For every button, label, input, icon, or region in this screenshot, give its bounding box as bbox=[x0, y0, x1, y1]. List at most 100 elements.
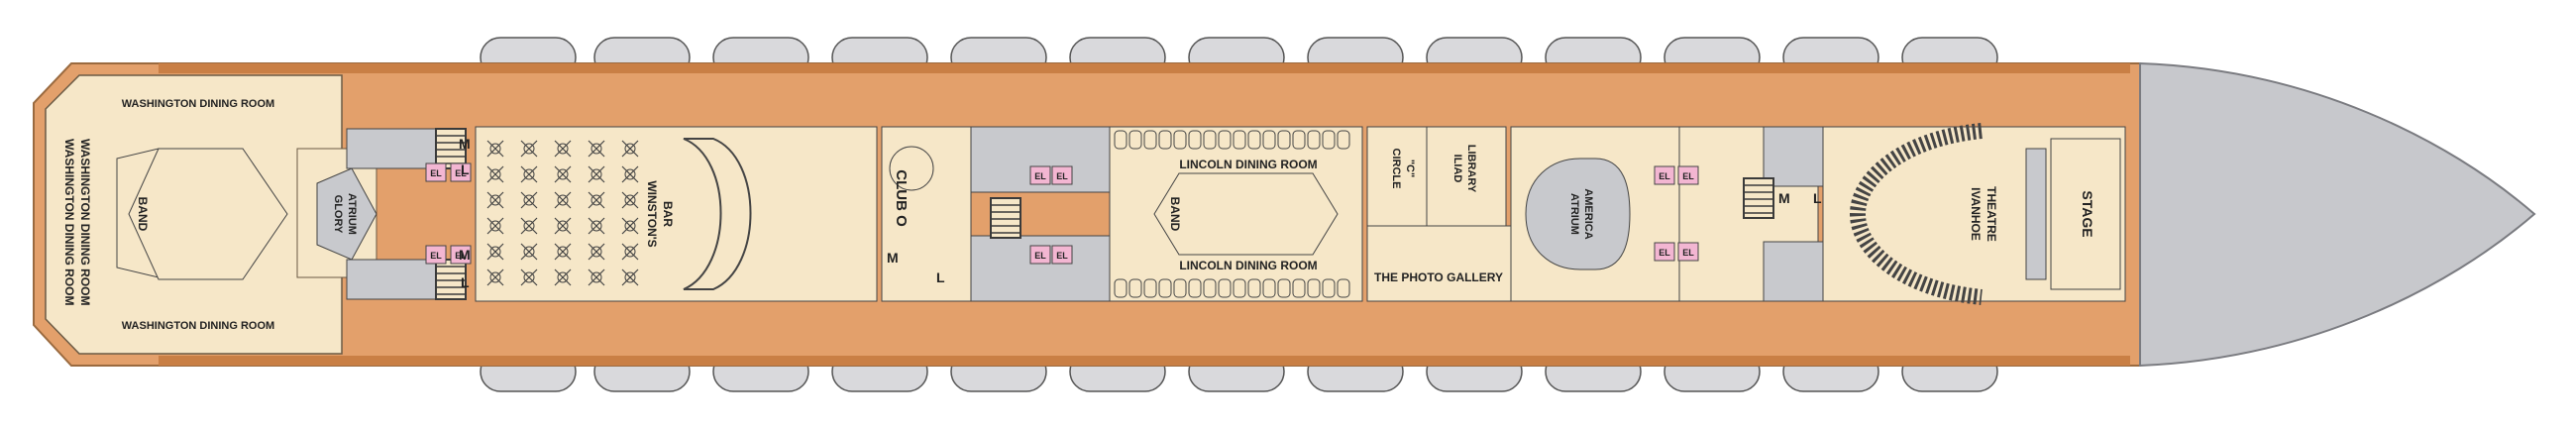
table-cluster bbox=[621, 165, 639, 183]
ladies-restroom-icon: L bbox=[936, 269, 945, 285]
elevator-icon: EL bbox=[1029, 245, 1051, 265]
dining-table bbox=[1203, 130, 1217, 150]
table-cluster bbox=[554, 165, 572, 183]
forward-service-bottom bbox=[1763, 241, 1824, 302]
washington-dining-label-top: WASHINGTON DINING ROOM bbox=[122, 98, 274, 110]
winstons-bar-counter bbox=[683, 138, 752, 290]
dining-table bbox=[1128, 278, 1142, 298]
dining-table bbox=[1307, 130, 1321, 150]
elevator-icon: EL bbox=[1677, 242, 1699, 262]
washington-dining-label-bottom: WASHINGTON DINING ROOM bbox=[122, 320, 274, 332]
atrium-america-label-2: AMERICA bbox=[1582, 188, 1594, 239]
table-cluster bbox=[588, 268, 605, 286]
ladies-restroom-icon: L bbox=[461, 274, 470, 290]
stage-label: STAGE bbox=[2080, 190, 2095, 237]
svg-text:EL: EL bbox=[1056, 251, 1068, 261]
deck-edge-top bbox=[159, 63, 2130, 73]
elevator-icon: EL bbox=[425, 245, 447, 265]
ladies-restroom-icon: L bbox=[1813, 190, 1822, 206]
table-cluster bbox=[621, 243, 639, 261]
dining-table bbox=[1247, 130, 1261, 150]
deck-edge-bottom bbox=[159, 356, 2130, 366]
lincoln-dining-label-bottom: LINCOLN DINING ROOM bbox=[1179, 259, 1317, 272]
dining-table bbox=[1114, 278, 1127, 298]
theatre-stage bbox=[2050, 138, 2121, 290]
table-cluster bbox=[588, 140, 605, 158]
table-cluster bbox=[486, 268, 504, 286]
dining-table bbox=[1292, 278, 1306, 298]
dining-table bbox=[1218, 130, 1232, 150]
circle-c-label-1: CIRCLE bbox=[1390, 149, 1402, 189]
washington-dining-label-side-b: WASHINGTON DINING ROOM bbox=[78, 139, 92, 305]
dining-table bbox=[1188, 278, 1202, 298]
table-cluster bbox=[486, 217, 504, 235]
table-cluster bbox=[554, 191, 572, 209]
band-mid-label: BAND bbox=[1168, 197, 1182, 232]
elevator-icon: EL bbox=[1051, 165, 1073, 185]
mens-restroom-icon: M bbox=[459, 247, 471, 263]
table-cluster bbox=[520, 217, 538, 235]
atrium-america-shape bbox=[1525, 158, 1631, 270]
winstons-tables bbox=[486, 140, 639, 286]
elevator-icon: EL bbox=[425, 162, 447, 182]
table-cluster bbox=[621, 191, 639, 209]
table-cluster bbox=[588, 191, 605, 209]
svg-text:EL: EL bbox=[430, 251, 442, 261]
svg-text:EL: EL bbox=[1659, 171, 1670, 181]
ivanhoe-theatre-label-1: IVANHOE bbox=[1969, 187, 1983, 241]
svg-text:EL: EL bbox=[1682, 171, 1694, 181]
svg-text:EL: EL bbox=[1034, 171, 1046, 181]
iliad-library-label-1: ILIAD bbox=[1451, 155, 1463, 183]
table-cluster bbox=[486, 191, 504, 209]
dining-table bbox=[1158, 130, 1172, 150]
svg-text:EL: EL bbox=[455, 168, 467, 178]
club-o-dance-floor bbox=[889, 146, 934, 191]
dining-table bbox=[1292, 130, 1306, 150]
dining-table bbox=[1262, 278, 1276, 298]
table-cluster bbox=[520, 268, 538, 286]
table-cluster bbox=[520, 243, 538, 261]
table-cluster bbox=[588, 165, 605, 183]
table-cluster bbox=[554, 243, 572, 261]
restroom-aft-top: M L bbox=[459, 136, 471, 177]
dining-table bbox=[1128, 130, 1142, 150]
dining-table bbox=[1322, 278, 1336, 298]
washington-centre bbox=[128, 148, 288, 280]
dining-table bbox=[1233, 278, 1246, 298]
dining-table bbox=[1218, 278, 1232, 298]
dining-table bbox=[1173, 278, 1187, 298]
restroom-aft-bottom: M L bbox=[459, 247, 471, 290]
stairs-icon bbox=[990, 197, 1021, 239]
mens-restroom-icon: M bbox=[887, 250, 899, 266]
stairs-icon bbox=[435, 128, 467, 169]
restroom-club: M L bbox=[887, 250, 945, 285]
table-cluster bbox=[486, 243, 504, 261]
circle-c-area bbox=[1366, 126, 1428, 227]
forward-service-top bbox=[1763, 126, 1824, 187]
table-cluster bbox=[554, 268, 572, 286]
glory-atrium-shape bbox=[316, 167, 377, 261]
table-cluster bbox=[554, 140, 572, 158]
dining-table bbox=[1247, 278, 1261, 298]
lincoln-tables bbox=[1114, 130, 1350, 298]
table-cluster bbox=[520, 165, 538, 183]
stairs-group bbox=[435, 128, 1774, 300]
table-cluster bbox=[520, 191, 538, 209]
ivanhoe-theatre-label-2: THEATRE bbox=[1985, 186, 1998, 242]
bow-section bbox=[2139, 61, 2536, 368]
elevator-icon: EL bbox=[1677, 165, 1699, 185]
table-cluster bbox=[621, 217, 639, 235]
dining-table bbox=[1233, 130, 1246, 150]
table-cluster bbox=[621, 268, 639, 286]
ladies-restroom-icon: L bbox=[461, 161, 470, 177]
photo-gallery-label: THE PHOTO GALLERY bbox=[1374, 270, 1503, 284]
band-aft-label: BAND bbox=[136, 197, 150, 232]
winstons-bar-interior bbox=[475, 126, 878, 302]
dining-table bbox=[1337, 130, 1350, 150]
elevator-icon: EL bbox=[1654, 242, 1675, 262]
ivanhoe-theatre-area bbox=[1822, 126, 2126, 302]
svg-text:EL: EL bbox=[1034, 251, 1046, 261]
elevator-icon: EL bbox=[1029, 165, 1051, 185]
table-cluster bbox=[486, 165, 504, 183]
svg-text:EL: EL bbox=[430, 168, 442, 178]
